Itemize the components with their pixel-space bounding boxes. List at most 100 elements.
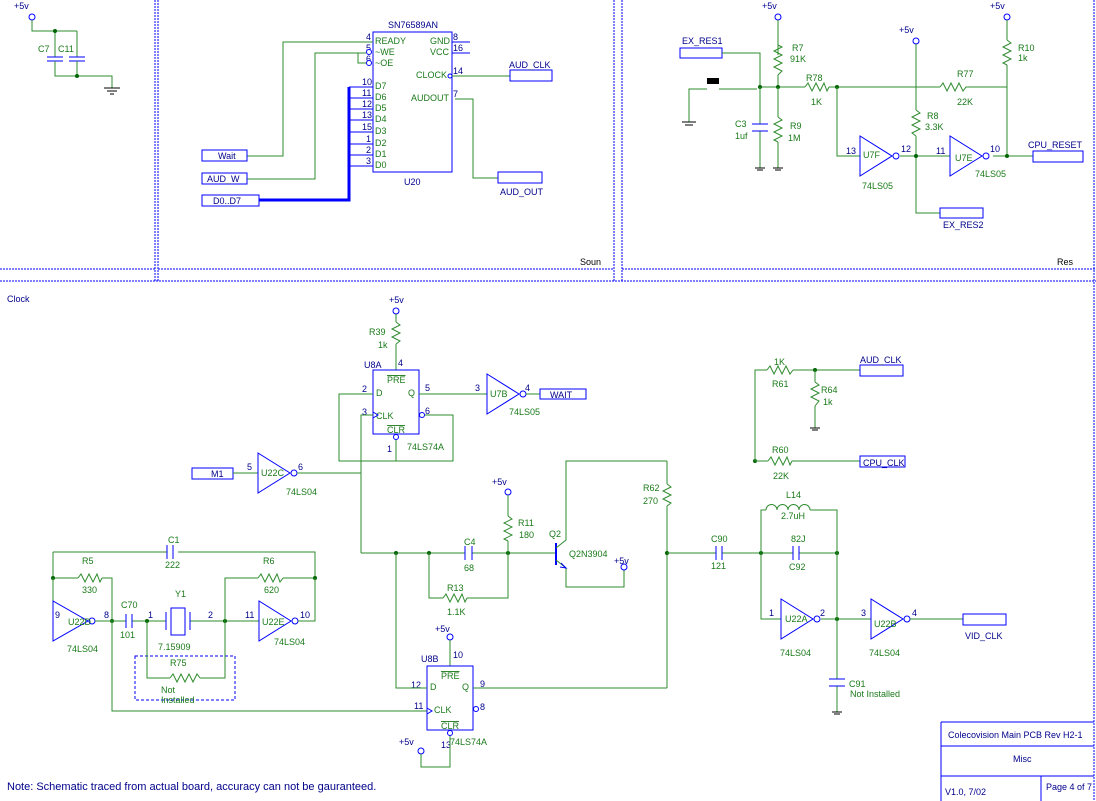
svg-text:U22B: U22B [874,619,897,629]
data-bus-d0d7 [259,87,351,202]
svg-text:C91: C91 [849,679,866,689]
svg-text:4: 4 [366,32,371,42]
svg-text:1.1K: 1.1K [447,607,466,617]
decoupling-caps: +5v C7 C11 [14,1,120,95]
svg-text:5: 5 [425,383,430,393]
svg-text:Y1: Y1 [175,589,186,599]
svg-text:R10: R10 [1018,43,1035,53]
svg-text:620: 620 [264,585,279,595]
svg-text:1k: 1k [823,397,833,407]
svg-text:13: 13 [846,146,856,156]
svg-text:1K: 1K [811,97,822,107]
wire-wait-ready [247,41,373,157]
port-aud-clk: AUD_CLK [509,60,551,70]
svg-text:1: 1 [366,134,371,144]
svg-text:13: 13 [362,110,372,120]
vcc-label: +5v [14,1,29,11]
svg-text:8: 8 [104,610,109,620]
svg-text:R11: R11 [518,518,534,528]
wire-aud-w [247,52,366,180]
svg-text:R62: R62 [643,483,660,493]
svg-text:10: 10 [990,144,1000,154]
svg-text:4: 4 [912,608,917,618]
svg-text:74LS04: 74LS04 [274,637,305,647]
svg-text:5: 5 [247,462,252,472]
u22e-gate [258,600,292,642]
svg-text:10: 10 [362,77,372,87]
svg-text:U7E: U7E [955,153,973,163]
u7f-gate [859,135,893,177]
svg-text:101: 101 [120,630,135,640]
svg-text:1: 1 [148,610,153,620]
u22d-gate [52,600,90,642]
u8b-flipflop: +5v U8B 10 PRE D Q CLK CLR 12 9 11 8 13 … [395,553,667,768]
svg-text:1uf: 1uf [735,131,748,141]
svg-text:U8B: U8B [421,654,439,664]
port-ex-res2: EX_RES2 [943,220,984,230]
svg-text:AUDOUT: AUDOUT [411,93,450,103]
svg-text:16: 16 [453,43,463,53]
port-cpu-reset: CPU_RESET [1028,140,1083,150]
svg-text:3: 3 [366,156,371,166]
title-block-version: V1.0, 7/02 [945,787,986,797]
svg-text:6: 6 [298,462,303,472]
svg-text:22K: 22K [773,471,789,481]
svg-text:4: 4 [398,358,403,368]
u22c-gate: M1 U22C 74LS04 5 6 [191,452,361,497]
clock-outputs: R62 270 1K R61 R64 1k AUD_CLK R60 22K CP… [643,355,906,688]
svg-text:74LS04: 74LS04 [780,648,811,658]
svg-text:D3: D3 [375,126,387,136]
port-aud-clk-out: AUD_CLK [860,355,902,365]
svg-text:74LS04: 74LS04 [869,648,900,658]
svg-text:R60: R60 [772,445,789,455]
svg-text:11: 11 [362,88,371,98]
svg-text:74LS05: 74LS05 [862,181,893,191]
svg-text:2: 2 [362,384,367,394]
svg-text:VCC: VCC [430,47,450,57]
svg-text:6: 6 [366,54,371,64]
svg-text:R7: R7 [792,43,804,53]
svg-text:CLK: CLK [434,705,452,715]
svg-text:CLOCK: CLOCK [416,70,447,80]
svg-text:7.15909: 7.15909 [158,642,191,652]
sound-ports: Wait AUD_W D0..D7 AUD_CLK AUD_OUT [201,60,553,207]
svg-text:74LS05: 74LS05 [975,169,1006,179]
svg-text:R39: R39 [369,327,386,337]
svg-text:1k: 1k [1018,53,1028,63]
svg-text:8: 8 [480,702,485,712]
svg-text:22K: 22K [957,97,973,107]
svg-text:C70: C70 [121,600,138,610]
svg-text:10: 10 [453,650,463,660]
svg-text:R77: R77 [957,69,974,79]
svg-text:68: 68 [464,563,474,573]
svg-text:10: 10 [300,610,310,620]
port-m1: M1 [211,469,224,479]
c7-label: C7 [38,44,50,54]
svg-text:R13: R13 [447,583,464,593]
svg-text:C4: C4 [464,537,476,547]
svg-text:8: 8 [453,32,458,42]
svg-text:13: 13 [441,740,451,750]
svg-text:91K: 91K [790,54,806,64]
svg-text:+5v: +5v [435,624,450,634]
svg-text:11: 11 [245,610,254,620]
svg-text:3.3K: 3.3K [925,122,944,132]
u8a-flipflop: +5v R39 1k U8A 4 PRE D Q CLK CLR 2 5 3 6… [362,295,444,454]
svg-text:CLR: CLR [441,721,460,731]
svg-text:PRE: PRE [441,671,460,681]
svg-text:1k: 1k [378,340,388,350]
video-clock: C90 121 82J C92 L14 2.7uH U22A 74LS04 1 … [665,490,1007,715]
svg-text:C92: C92 [789,562,806,572]
c11-label: C11 [58,44,74,54]
u7e-gate [949,135,983,177]
svg-text:R5: R5 [82,556,94,566]
section-reset-label: Res [1057,257,1074,267]
wire-aud-out [455,98,498,179]
section-clock-label: Clock [7,294,30,304]
svg-text:1K: 1K [774,357,785,367]
svg-text:4: 4 [525,383,530,393]
u7b-gate: U7B 74LS05 3 4 WAIT [475,373,587,417]
svg-text:3: 3 [861,608,866,618]
u20-ref: U20 [404,177,421,187]
